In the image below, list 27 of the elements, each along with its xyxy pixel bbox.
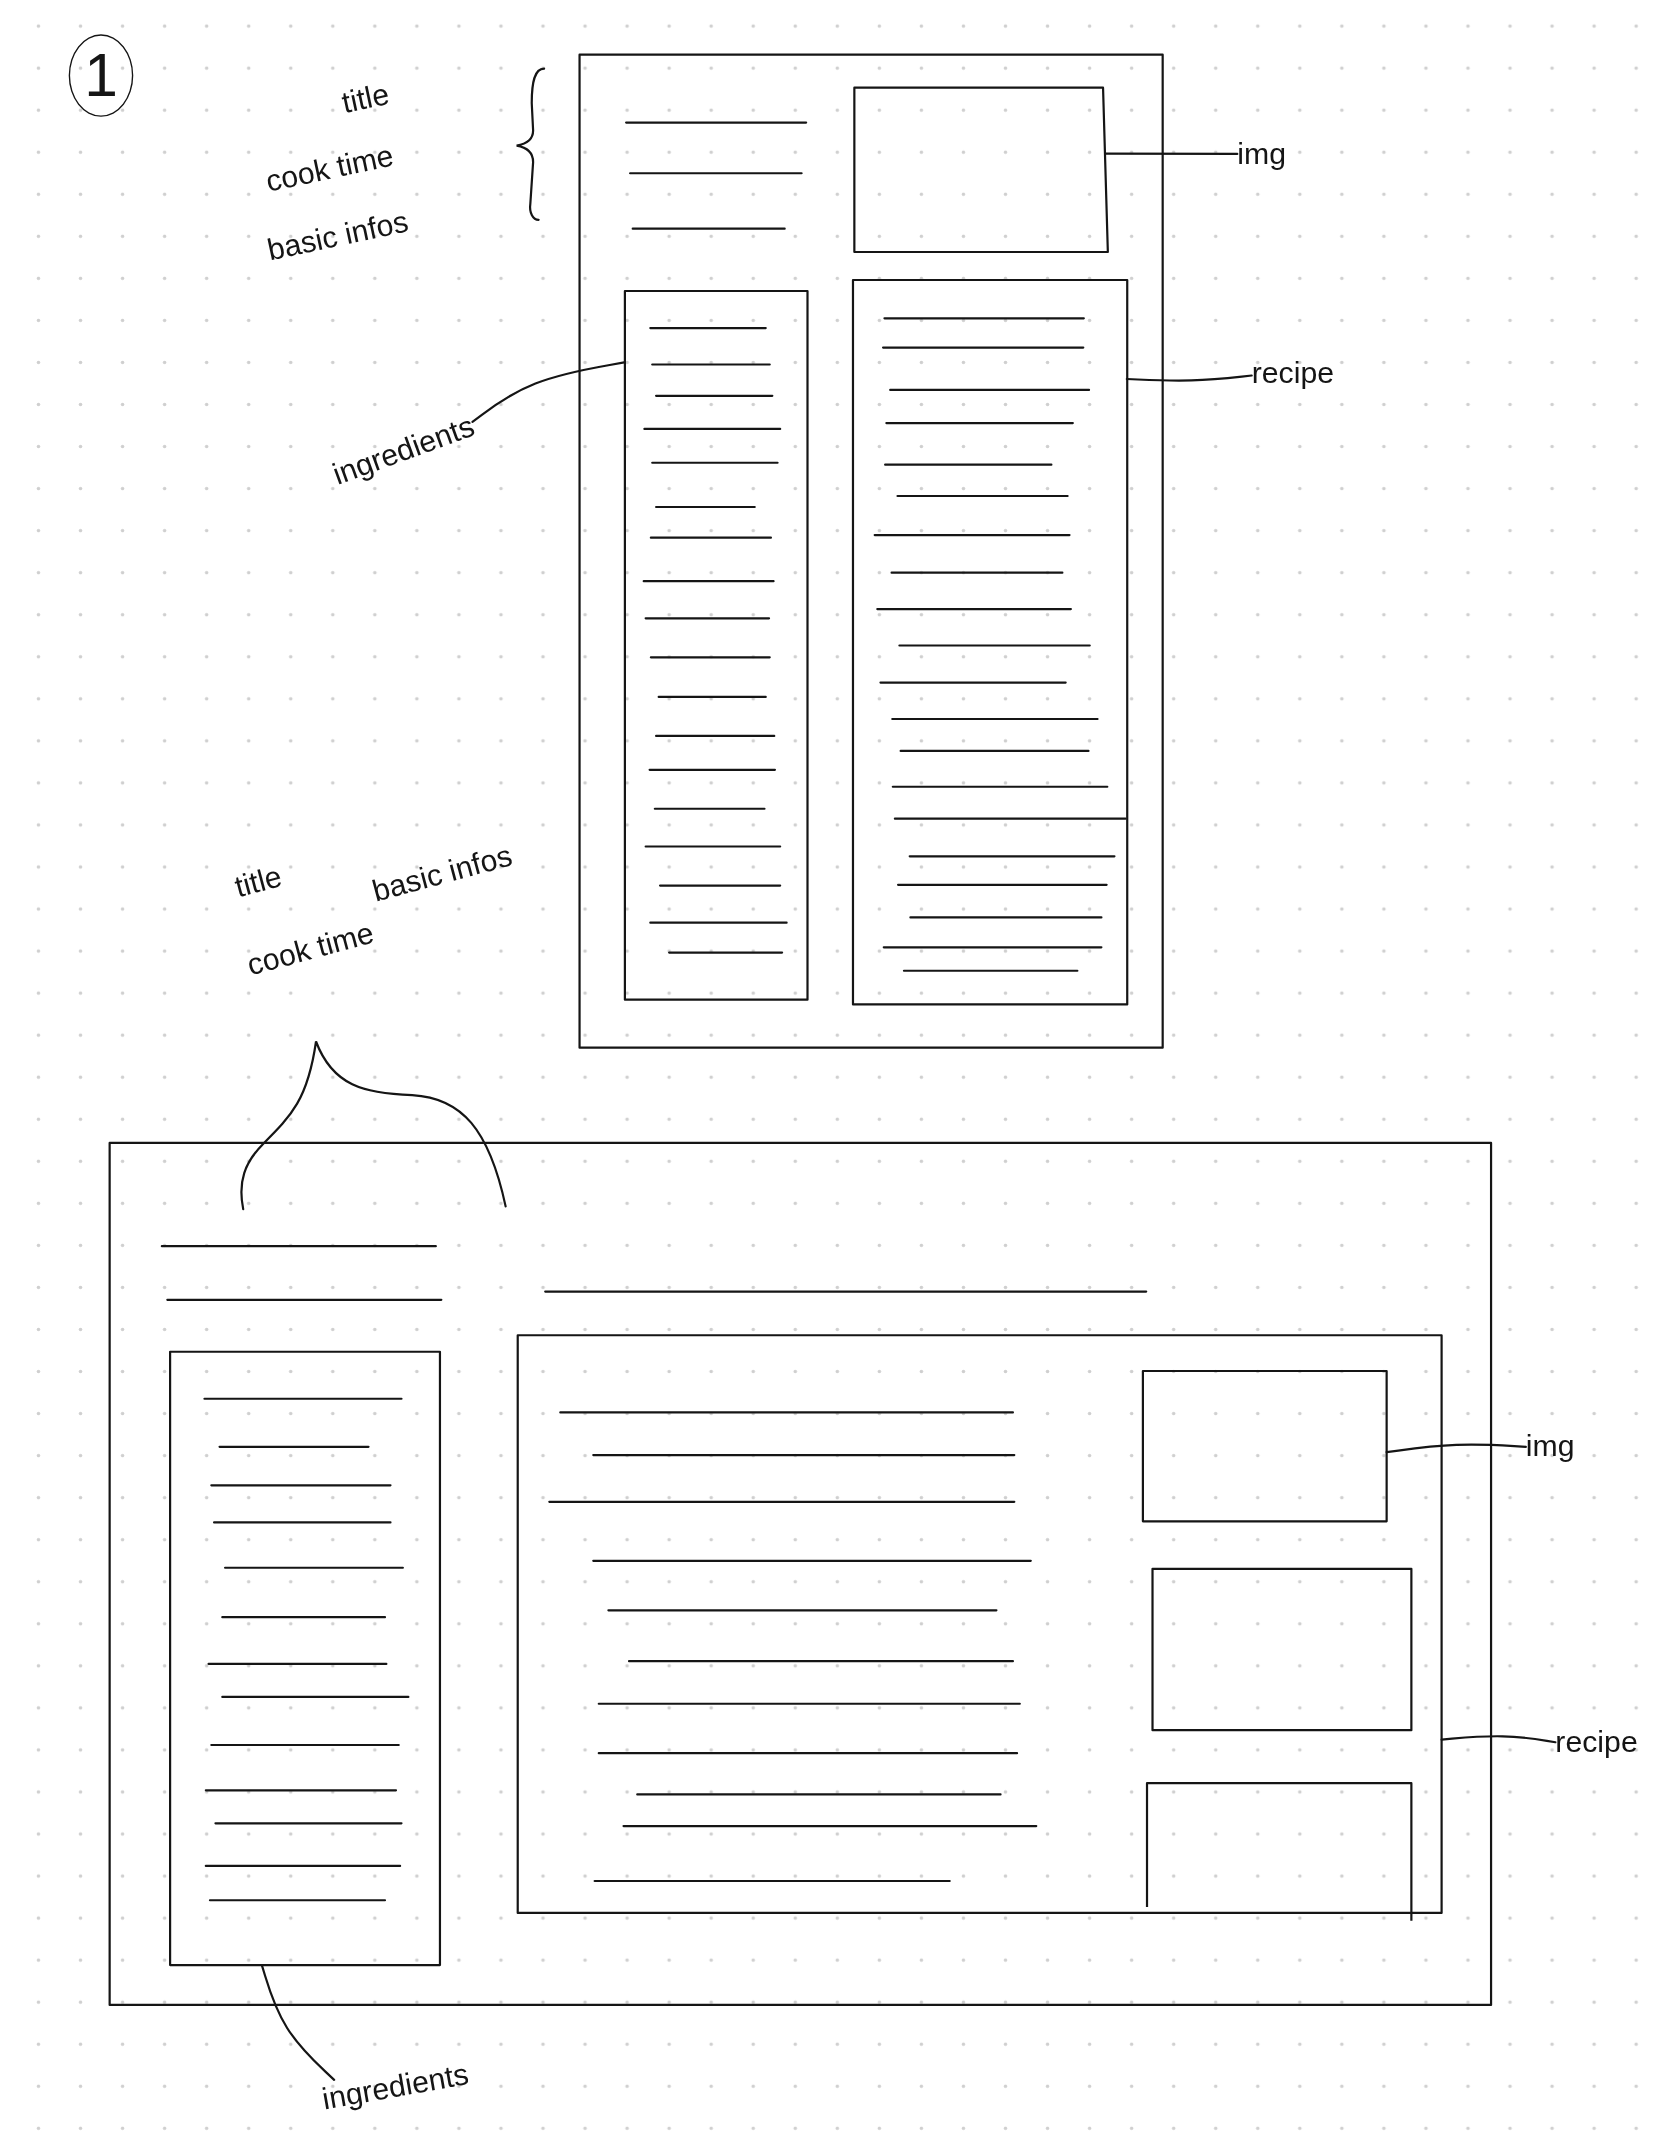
callout-number: 1 xyxy=(68,34,134,117)
image-placeholder xyxy=(853,86,1110,254)
leader-line xyxy=(1440,1735,1557,1744)
wireframe-frame xyxy=(108,1141,1493,2007)
leader-line xyxy=(471,361,626,424)
annotation-label: title xyxy=(231,858,286,906)
image-placeholder xyxy=(1141,1369,1388,1523)
wireframe-frame xyxy=(578,53,1164,1049)
annotation-label: img xyxy=(1237,136,1286,173)
annotation-label: cook time xyxy=(243,915,378,984)
ingredients-panel xyxy=(169,1350,442,1967)
ingredients-panel xyxy=(623,290,808,1002)
annotation-label: img xyxy=(1525,1428,1575,1466)
annotation-label: basic infos xyxy=(368,838,517,911)
annotation-label: recipe xyxy=(1555,1724,1638,1761)
annotation-label: cook time xyxy=(262,138,397,201)
leader-line xyxy=(260,1964,336,2081)
annotation-label: basic infos xyxy=(264,204,412,270)
annotation-label: ingredients xyxy=(319,2056,472,2119)
leader-line xyxy=(1104,152,1239,155)
placeholder-panel xyxy=(1145,1782,1413,1921)
annotation-label: recipe xyxy=(1251,355,1335,393)
leader-line xyxy=(1385,1443,1527,1454)
leader-line xyxy=(1125,374,1253,382)
placeholder-panel xyxy=(1151,1567,1413,1732)
annotation-label: title xyxy=(338,76,393,122)
recipe-panel xyxy=(851,278,1128,1006)
